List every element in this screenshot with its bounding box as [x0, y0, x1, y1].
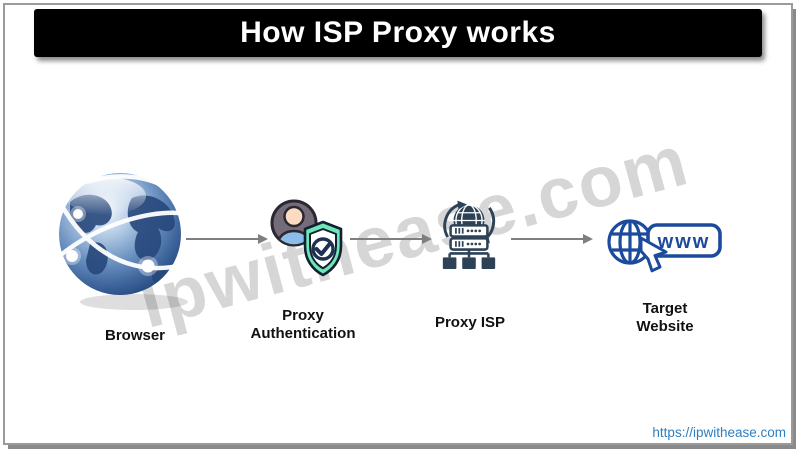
footer-link[interactable]: https://ipwithease.com [652, 425, 786, 440]
isp-server-globe-icon [442, 200, 496, 269]
flow-node-target-website: www [605, 212, 723, 274]
right-arrow-icon [350, 234, 432, 244]
right-arrow-icon [186, 234, 268, 244]
flow-arrow-3 [511, 232, 593, 244]
label-target-website-line2: Website [636, 318, 694, 335]
flow-node-browser [55, 168, 191, 313]
label-proxy-authentication: Proxy Authentication [233, 307, 373, 343]
user-shield-check-icon [270, 199, 343, 277]
page-title: How ISP Proxy works [240, 16, 556, 49]
label-target-website: Target Website [605, 300, 725, 336]
flow-arrow-1 [186, 232, 268, 244]
right-arrow-icon [511, 234, 593, 244]
flow-arrow-2 [350, 232, 432, 244]
globe-network-icon [55, 173, 191, 310]
label-browser-line1: Browser [104, 327, 166, 344]
label-browser: Browser [75, 327, 195, 345]
label-proxy-isp: Proxy ISP [410, 314, 530, 332]
www-globe-pointer-icon: www [607, 219, 722, 273]
www-icon-text: www [657, 231, 711, 253]
label-target-website-line1: Target [642, 300, 688, 317]
title-bar: How ISP Proxy works [34, 9, 762, 57]
label-proxy-authentication-line1: Proxy [282, 307, 324, 324]
label-proxy-isp-line1: Proxy ISP [434, 314, 506, 331]
label-proxy-authentication-line2: Authentication [250, 325, 356, 342]
flow-node-proxy-authentication [266, 196, 346, 284]
flow-node-proxy-isp [438, 200, 500, 272]
